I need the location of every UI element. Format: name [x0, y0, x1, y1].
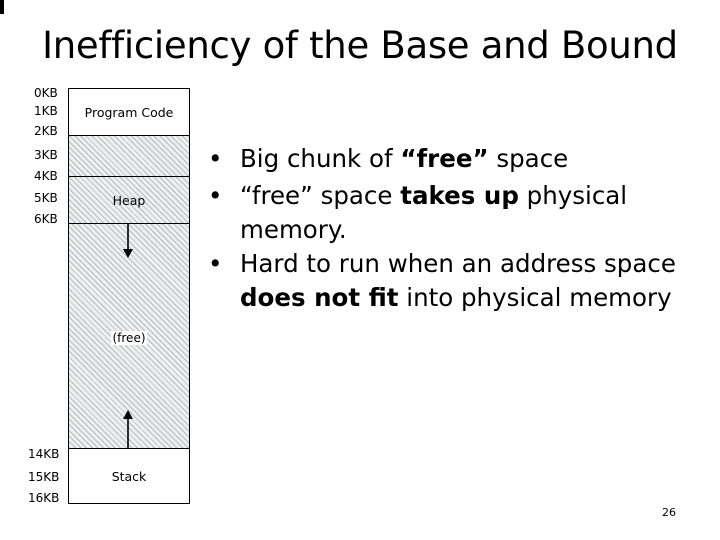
- stack-growth-arrow-icon: [123, 410, 133, 448]
- stack-label: Stack: [111, 468, 147, 484]
- page-number: 26: [662, 506, 676, 519]
- stack-segment: Stack: [68, 448, 190, 504]
- program-code-segment: Program Code: [68, 88, 190, 136]
- address-label-5kb: 5KB: [34, 191, 58, 205]
- bullet-does-not-fit: Hard to run when an address space does n…: [206, 247, 711, 315]
- heap-growth-arrow-icon: [123, 224, 133, 258]
- program-code-label: Program Code: [84, 104, 174, 120]
- address-label-6kb: 6KB: [34, 212, 58, 226]
- address-space-diagram: Program Code Heap (free) Stack: [68, 88, 192, 504]
- free-label-wrap: (free): [68, 331, 190, 345]
- address-label-1kb: 1KB: [34, 104, 58, 118]
- slide-title: Inefficiency of the Base and Bound: [42, 24, 678, 67]
- address-label-16kb: 16KB: [28, 491, 60, 505]
- bullet-free-space: Big chunk of “free” space: [206, 142, 711, 176]
- bullet-list: Big chunk of “free” space “free” space t…: [206, 142, 711, 315]
- corner-mark: [0, 0, 4, 14]
- address-label-2kb: 2KB: [34, 124, 58, 138]
- heap-segment: Heap: [68, 176, 190, 224]
- address-label-15kb: 15KB: [28, 470, 60, 484]
- address-label-4kb: 4KB: [34, 169, 58, 183]
- heap-label: Heap: [112, 192, 146, 208]
- address-label-14kb: 14KB: [28, 447, 60, 461]
- address-label-3kb: 3KB: [34, 148, 58, 162]
- free-label: (free): [111, 331, 147, 345]
- bullet-takes-up-memory: “free” space takes up physical memory.: [206, 179, 711, 247]
- address-label-0kb: 0KB: [34, 86, 58, 100]
- growth-arrows: [123, 224, 133, 448]
